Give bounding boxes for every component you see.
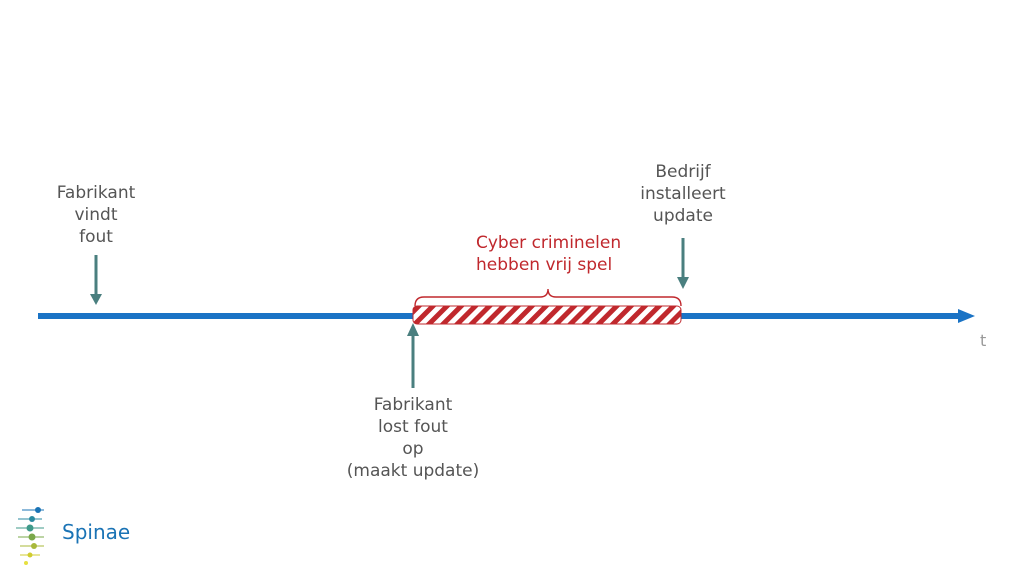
brace [414, 288, 682, 307]
timeline-arrowhead [958, 309, 975, 323]
label-cyber-criminelen: Cyber criminelen hebben vrij spel [476, 233, 622, 275]
vulnerability-window [412, 305, 682, 325]
label-bedrijf-installeert-update: Bedrijf installeert update [640, 162, 726, 226]
arrow-finds-head [90, 294, 102, 305]
label-fabrikant-lost-fout-op: Fabrikant lost fout op (maakt update) [346, 395, 480, 481]
arrow-installs-head [677, 277, 689, 289]
spinae-logo-icon [16, 507, 44, 565]
arrow-fixes-head [407, 323, 419, 336]
axis-label-t: t [980, 331, 987, 350]
logo-text: Spinae [62, 520, 131, 544]
label-fabrikant-vindt-fout: Fabrikant vindt fout [56, 183, 136, 247]
spinae-logo: Spinae [14, 500, 154, 570]
